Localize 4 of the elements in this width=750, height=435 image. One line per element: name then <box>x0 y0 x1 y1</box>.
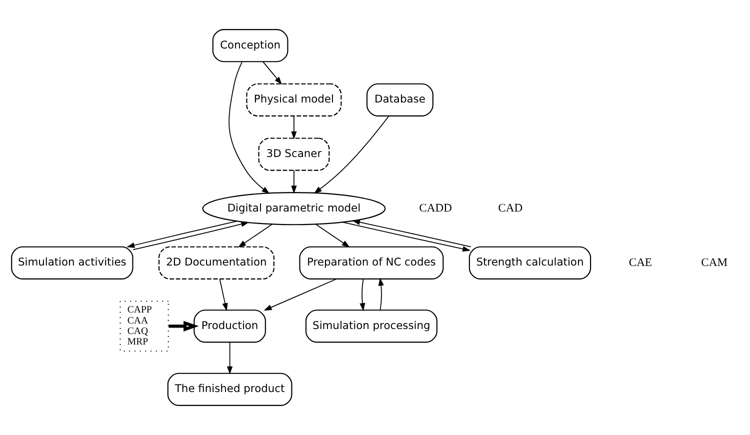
label: CAD <box>498 202 523 215</box>
label: CADD <box>419 202 452 215</box>
label: CAM <box>701 256 728 269</box>
label: CAE <box>628 256 652 269</box>
